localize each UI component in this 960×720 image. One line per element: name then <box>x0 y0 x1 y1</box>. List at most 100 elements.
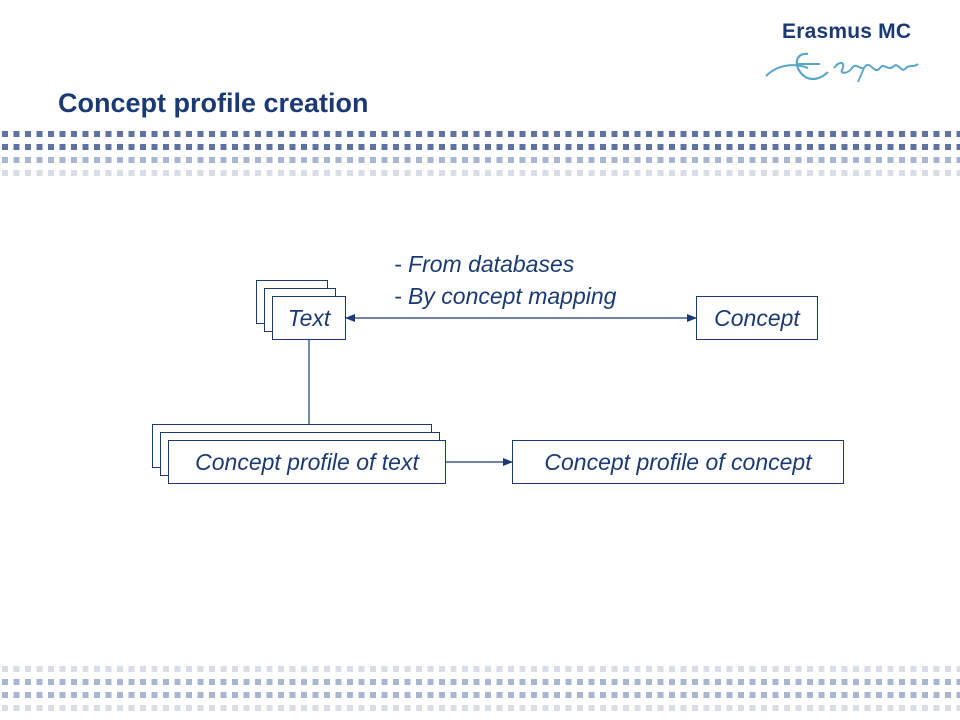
decor-dot <box>738 705 744 711</box>
decor-dot <box>163 666 169 672</box>
decor-dot <box>416 131 422 137</box>
decor-dot <box>956 679 960 685</box>
decor-dot <box>899 679 905 685</box>
decor-dot <box>531 144 537 150</box>
decor-dot <box>830 666 836 672</box>
decor-dot <box>25 692 31 698</box>
annotation-line-databases: - From databases <box>394 251 575 277</box>
decor-dot <box>473 666 480 672</box>
decor-dot <box>634 666 641 672</box>
decor-dot <box>209 144 215 150</box>
concept-source-annotation: - From databases - By concept mapping <box>394 248 616 312</box>
decor-dot <box>496 679 503 685</box>
decor-dot <box>186 692 192 698</box>
decor-dot <box>784 666 790 672</box>
decor-dot <box>508 157 514 163</box>
decor-dot <box>462 157 468 163</box>
decor-dot <box>588 692 595 698</box>
decor-dot <box>841 679 848 685</box>
decor-dot <box>197 679 204 685</box>
decor-dot <box>945 144 951 150</box>
decor-dot <box>186 679 192 685</box>
decor-dot <box>703 157 710 163</box>
decor-dot <box>956 157 960 163</box>
decor-dot <box>312 131 319 137</box>
decor-dot <box>807 157 813 163</box>
decor-dot <box>36 692 43 698</box>
decor-dot <box>795 131 802 137</box>
decor-dot <box>703 705 710 711</box>
decor-dot <box>82 157 89 163</box>
decor-dot <box>174 157 181 163</box>
decor-dot <box>220 157 227 163</box>
decor-dot <box>324 705 330 711</box>
decor-dot <box>485 170 491 176</box>
decor-dot <box>669 679 675 685</box>
decor-dot <box>427 705 434 711</box>
decor-dot <box>450 705 457 711</box>
decor-dot <box>519 692 526 698</box>
decor-dot <box>71 705 77 711</box>
decor-dot <box>13 157 20 163</box>
decor-dot <box>25 144 31 150</box>
decor-dot <box>220 679 227 685</box>
decor-dot <box>439 679 445 685</box>
decor-dot <box>945 170 951 176</box>
decor-dot <box>933 170 940 176</box>
decor-dot <box>450 144 457 150</box>
decor-dot <box>416 705 422 711</box>
decor-dot <box>945 692 951 698</box>
decor-dot <box>301 692 307 698</box>
decor-dot <box>197 705 204 711</box>
decor-dot <box>209 157 215 163</box>
decor-dot <box>232 666 238 672</box>
decor-dot <box>600 157 606 163</box>
decor-dot <box>933 679 940 685</box>
decor-dot <box>623 666 629 672</box>
decor-dot <box>71 679 77 685</box>
decor-dot <box>393 157 399 163</box>
decor-dot <box>554 157 560 163</box>
decor-dot <box>278 679 284 685</box>
decor-dot <box>335 170 342 176</box>
decor-dot <box>772 679 779 685</box>
decor-dot <box>278 692 284 698</box>
decor-dot <box>485 666 491 672</box>
decor-dot <box>611 131 618 137</box>
decor-dot <box>910 692 917 698</box>
logo-wordmark: Erasmus MC <box>782 20 912 43</box>
node-profile-text: Concept profile of text <box>168 440 446 484</box>
decor-dot <box>473 157 480 163</box>
decor-dot <box>105 170 112 176</box>
decor-dot <box>876 131 882 137</box>
decor-dot <box>715 144 721 150</box>
decor-dot <box>347 679 353 685</box>
decor-dot <box>922 144 928 150</box>
decor-dot <box>25 170 31 176</box>
decor-dot <box>2 131 8 137</box>
decor-dot <box>266 692 273 698</box>
decor-dot <box>646 666 652 672</box>
decor-dot <box>36 157 43 163</box>
decor-dot <box>105 157 112 163</box>
decor-dot <box>864 157 871 163</box>
decor-dot <box>899 170 905 176</box>
decor-dot <box>450 157 457 163</box>
decor-dot <box>2 692 8 698</box>
decor-dot <box>450 170 457 176</box>
decor-dot <box>439 131 445 137</box>
decor-dot <box>312 157 319 163</box>
decor-dot <box>784 170 790 176</box>
decor-dot <box>646 679 652 685</box>
decor-dot <box>393 705 399 711</box>
decor-dot <box>542 666 549 672</box>
decor-dot <box>726 705 733 711</box>
decor-dot <box>588 131 595 137</box>
decor-dot <box>922 170 928 176</box>
decor-dot <box>197 666 204 672</box>
decor-dot <box>899 705 905 711</box>
decor-dot <box>255 144 261 150</box>
decor-dot <box>71 157 77 163</box>
decor-dot <box>922 157 928 163</box>
